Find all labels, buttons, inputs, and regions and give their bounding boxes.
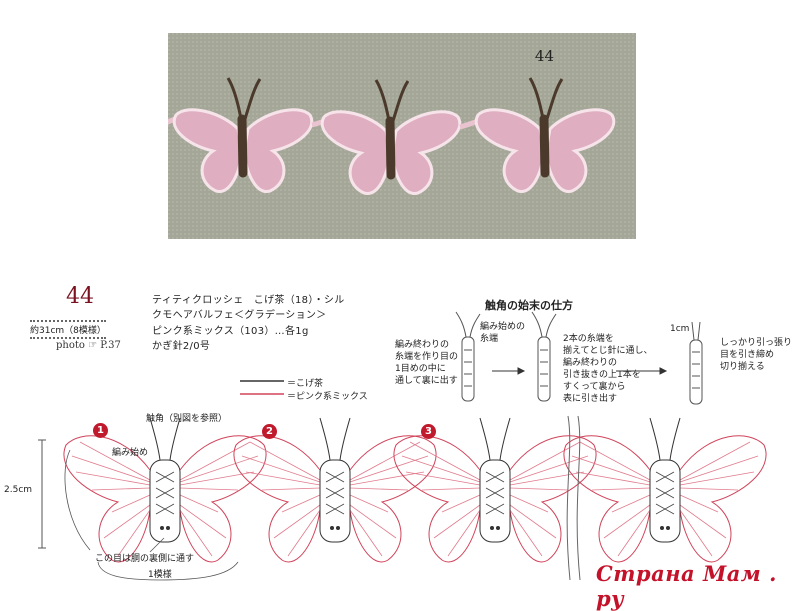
photo-reference: photo ☞ P.37: [56, 340, 121, 351]
antenna-note-1: 編み終わりの 糸端を作り目の 1目めの中に 通して裏に出す: [395, 340, 459, 386]
chart-butterfly-1: [63, 417, 267, 563]
photo-number: 44: [534, 47, 554, 65]
pass-through-label: この目は胴の裏側に通す: [95, 554, 195, 564]
pattern-number: 44: [66, 284, 94, 309]
material-line: クモヘアバルフェ＜グラデーション＞: [152, 310, 327, 321]
site-watermark: Страна Мам . ру: [596, 561, 777, 611]
antenna-step-1: [455, 311, 481, 402]
height-label: 2.5cm: [4, 485, 33, 495]
step-marker-2: 2: [262, 424, 277, 439]
antenna-length-label: 1cm: [670, 324, 690, 334]
antenna-note-3: しっかり引っ張り 目を引き締め 切り揃える: [720, 338, 793, 372]
step-marker-3: 3: [421, 424, 436, 439]
antenna-label: 触角（別図を参照）: [146, 414, 228, 424]
antenna-note-start-end: 編み始めの 糸端: [480, 322, 526, 344]
pattern-break-mark: [566, 415, 581, 581]
size-note: 約31cm（8模様）: [30, 320, 106, 339]
chart-butterfly-3: [393, 417, 597, 563]
antenna-section-title: 触角の始末の仕方: [485, 299, 573, 312]
legend-pink: ＝ピンク系ミックス: [287, 392, 368, 402]
antenna-step-2: [531, 311, 557, 402]
antenna-note-2: 2本の糸端を 揃えてとじ針に通し、 編み終わりの 引き抜きの上1本を すくって裏…: [563, 334, 653, 404]
chart-butterfly-4: [563, 417, 767, 563]
chart-butterfly-2: [233, 417, 437, 563]
antenna-step-3: [689, 321, 703, 405]
material-line: ピンク系ミックス（103）…各1g: [152, 326, 309, 337]
material-line: ティティクロッシェ こげ茶（18）・シル: [152, 295, 345, 306]
repeat-label: 1模様: [148, 570, 172, 580]
legend-brown: ＝こげ茶: [287, 379, 324, 389]
repeat-bracket: [97, 561, 239, 581]
step-marker-1: 1: [93, 423, 108, 438]
butterfly-photo: 44: [168, 33, 636, 239]
start-label: 編み始め: [112, 448, 149, 458]
material-line: かぎ針2/0号: [152, 341, 211, 352]
